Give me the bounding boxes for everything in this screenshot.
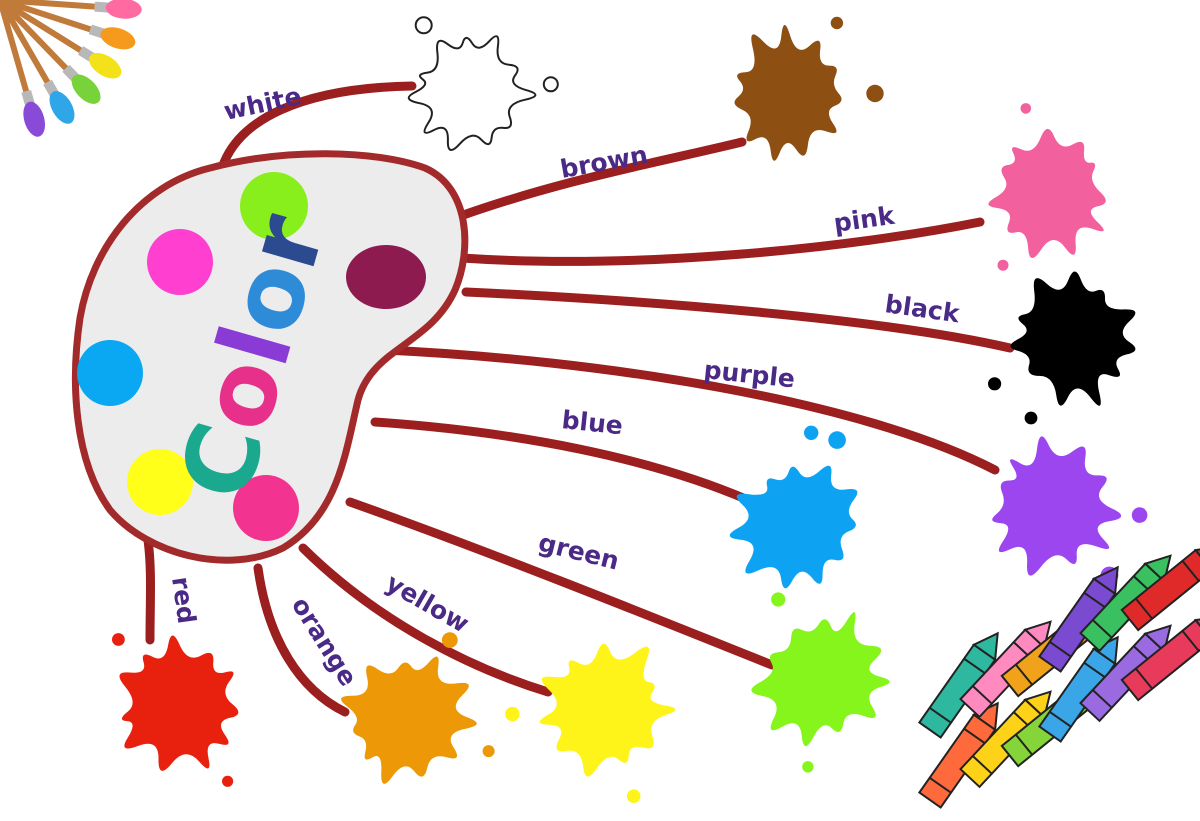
splat-droplet-yellow: [505, 706, 520, 722]
splat-black: [1010, 271, 1136, 406]
crayon: [1120, 614, 1200, 702]
splat-droplet-brown: [866, 84, 884, 103]
color-splats: [112, 16, 1148, 803]
palette-dot: [77, 340, 143, 406]
connector-green: [345, 497, 777, 670]
splat-yellow: [539, 643, 676, 777]
splat-droplet-yellow: [626, 789, 641, 803]
splat-droplet-red: [222, 775, 234, 787]
crayon: [959, 690, 1052, 789]
splat-droplet-blue: [804, 425, 819, 440]
paintbrush: [0, 0, 75, 124]
splat-red: [119, 635, 239, 771]
connector-red: [143, 535, 155, 645]
label-black: black: [883, 289, 962, 328]
splat-droplet-green: [771, 592, 786, 607]
splat-droplet-white: [414, 16, 433, 35]
splat-brown: [734, 25, 842, 161]
label-blue: blue: [560, 405, 624, 440]
paintbrushes-icon: [0, 0, 142, 137]
connector-blue: [370, 417, 753, 505]
palette-dot: [147, 229, 213, 295]
palette-dot: [127, 449, 193, 515]
crayons-icon: [917, 544, 1200, 809]
crayon: [1120, 544, 1200, 632]
palette-dot: [240, 172, 308, 240]
crayon: [1037, 565, 1119, 673]
palette: Color: [71, 150, 469, 564]
splat-droplet-black: [988, 377, 1002, 391]
splat-white: [407, 35, 537, 151]
connector-black: [461, 287, 1015, 353]
splat-droplet-green: [802, 761, 814, 773]
paintbrush: [0, 0, 142, 19]
paintbrush: [0, 0, 136, 50]
splat-droplet-pink: [1020, 103, 1032, 114]
connector-yellow: [298, 543, 553, 697]
label-red: red: [166, 575, 201, 626]
splat-orange: [341, 656, 477, 784]
splat-droplet-white: [542, 76, 559, 93]
paintbrush: [0, 0, 122, 79]
splat-droplet-blue: [828, 431, 846, 449]
paintbrush: [0, 0, 101, 104]
label-pink: pink: [832, 201, 898, 238]
splat-droplet-red: [112, 633, 125, 646]
paintbrush: [0, 0, 45, 137]
palette-dot: [346, 245, 426, 309]
connector-orange: [253, 563, 350, 717]
splat-droplet-orange: [482, 745, 495, 758]
connector-pink: [457, 217, 985, 266]
label-green: green: [536, 528, 623, 576]
connector-white: [217, 81, 417, 173]
splat-droplet-black: [1024, 411, 1038, 425]
splat-droplet-brown: [830, 16, 844, 30]
palette-dot: [233, 475, 299, 541]
palette-dots: [77, 172, 426, 541]
splat-blue: [729, 465, 858, 589]
label-yellow: yellow: [381, 568, 474, 638]
splat-green: [751, 612, 890, 747]
connector-purple: [380, 345, 1000, 475]
connector-lines: [143, 81, 1015, 717]
splat-purple: [992, 436, 1122, 576]
splat-pink: [988, 128, 1106, 259]
diagram-title: Color: [158, 202, 347, 511]
splat-droplet-pink: [997, 259, 1009, 271]
splat-droplet-purple: [1131, 507, 1148, 523]
connector-brown: [450, 137, 747, 223]
splat-droplet-orange: [441, 632, 458, 648]
